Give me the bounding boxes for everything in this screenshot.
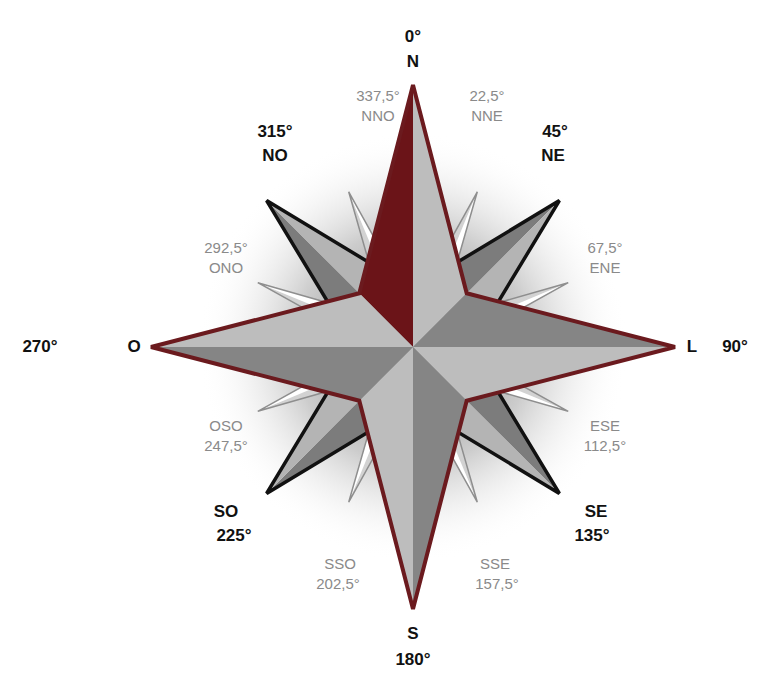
minor-direction-label: SSE bbox=[480, 556, 510, 573]
direction-label: 315° bbox=[257, 123, 292, 142]
minor-direction-label: ENE bbox=[590, 260, 621, 277]
main-star-half bbox=[151, 347, 413, 401]
direction-label: SE bbox=[585, 503, 608, 522]
main-star-half bbox=[413, 293, 675, 347]
minor-direction-label: NNO bbox=[361, 108, 394, 125]
direction-label: 180° bbox=[395, 651, 430, 670]
minor-direction-label: 247,5° bbox=[204, 438, 248, 455]
main-star-half bbox=[151, 293, 413, 347]
direction-label: 45° bbox=[542, 123, 568, 142]
minor-direction-label: 292,5° bbox=[204, 240, 248, 257]
main-star-half bbox=[413, 347, 467, 609]
direction-label: L bbox=[687, 338, 697, 357]
direction-label: 90° bbox=[722, 338, 748, 357]
minor-direction-label: 67,5° bbox=[587, 240, 622, 257]
direction-label: 270° bbox=[22, 338, 57, 357]
direction-label: NE bbox=[541, 147, 565, 166]
minor-direction-label: ONO bbox=[209, 260, 243, 277]
minor-direction-label: OSO bbox=[209, 418, 242, 435]
direction-label: NO bbox=[262, 147, 288, 166]
direction-label: 225° bbox=[216, 527, 251, 546]
minor-direction-label: 337,5° bbox=[356, 88, 400, 105]
minor-direction-label: 157,5° bbox=[475, 576, 519, 593]
minor-direction-label: 202,5° bbox=[316, 576, 360, 593]
direction-label: N bbox=[407, 53, 419, 72]
minor-direction-label: NNE bbox=[471, 108, 503, 125]
direction-label: 135° bbox=[574, 527, 609, 546]
minor-direction-label: SSO bbox=[324, 556, 356, 573]
direction-label: S bbox=[407, 625, 418, 644]
direction-label: SO bbox=[214, 503, 239, 522]
direction-label: 0° bbox=[405, 28, 421, 47]
minor-direction-label: 22,5° bbox=[469, 88, 504, 105]
minor-direction-label: 112,5° bbox=[584, 438, 626, 455]
direction-label: O bbox=[127, 338, 140, 357]
minor-direction-label: ESE bbox=[590, 418, 620, 435]
main-star-outline bbox=[151, 85, 675, 609]
